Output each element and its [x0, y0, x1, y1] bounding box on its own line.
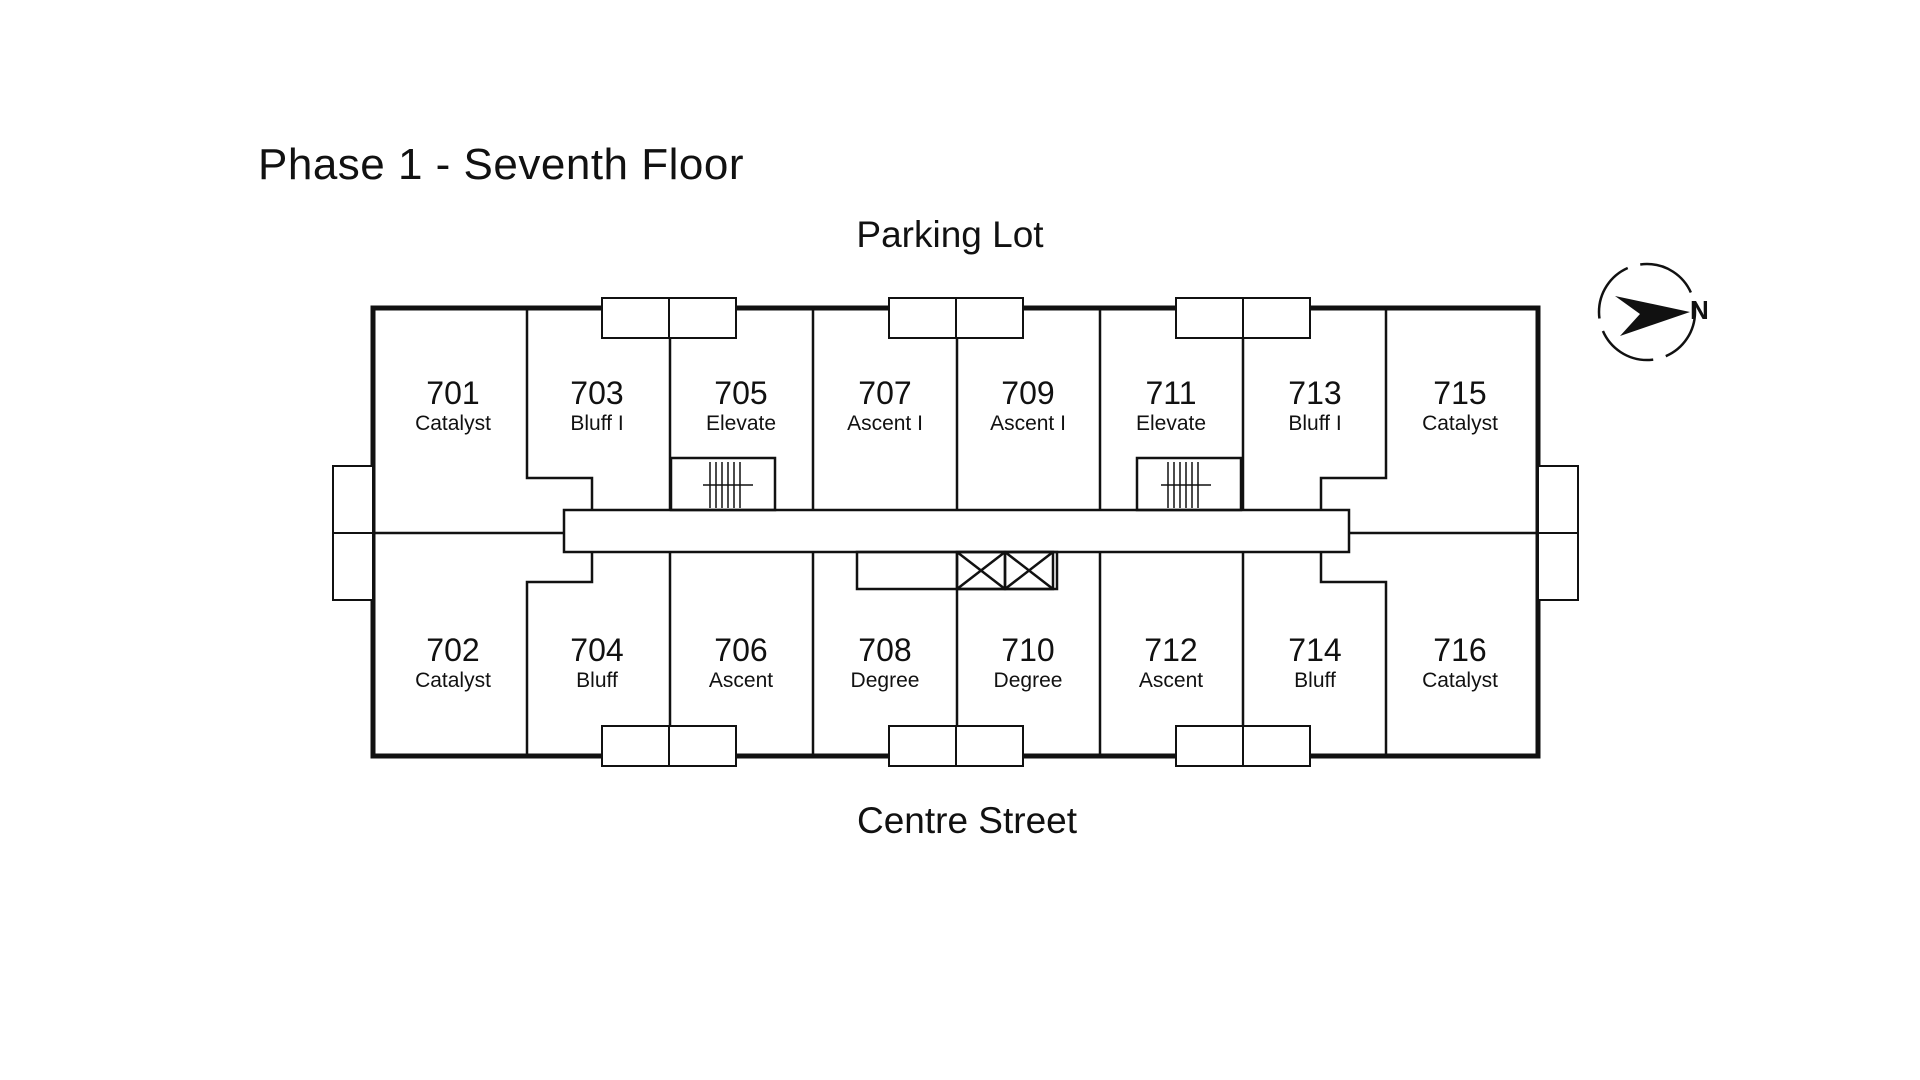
- balcony: [332, 532, 374, 601]
- unit-type: Degree: [994, 669, 1063, 692]
- unit-type: Elevate: [706, 412, 776, 435]
- page-title: Phase 1 - Seventh Floor: [258, 140, 744, 189]
- balcony: [601, 297, 670, 339]
- balcony: [668, 725, 737, 767]
- unit-number: 708: [858, 632, 911, 668]
- unit-type: Ascent I: [990, 412, 1066, 435]
- unit-number: 709: [1001, 375, 1054, 411]
- unit-number: 716: [1433, 632, 1486, 668]
- balcony: [888, 725, 957, 767]
- unit-number: 713: [1288, 375, 1341, 411]
- unit-number: 703: [570, 375, 623, 411]
- unit-number: 705: [714, 375, 767, 411]
- compass-icon: [1597, 262, 1697, 362]
- unit-type: Elevate: [1136, 412, 1206, 435]
- unit-number: 704: [570, 632, 623, 668]
- centre-street-label: Centre Street: [856, 800, 1078, 841]
- unit-number: 715: [1433, 375, 1486, 411]
- balcony: [955, 297, 1024, 339]
- unit-type: Bluff: [1294, 669, 1336, 692]
- unit-type: Ascent I: [847, 412, 923, 435]
- unit-type: Bluff: [576, 669, 618, 692]
- balcony: [1242, 725, 1311, 767]
- balcony: [668, 297, 737, 339]
- balcony: [1242, 297, 1311, 339]
- balcony: [1175, 725, 1244, 767]
- unit-type: Degree: [851, 669, 920, 692]
- unit-type: Catalyst: [1422, 669, 1498, 692]
- unit-type: Catalyst: [1422, 412, 1498, 435]
- stairwell-right: [1135, 456, 1243, 512]
- unit-number: 702: [426, 632, 479, 668]
- balcony: [955, 725, 1024, 767]
- balcony: [601, 725, 670, 767]
- unit-number: 714: [1288, 632, 1341, 668]
- unit-type: Bluff I: [1288, 412, 1341, 435]
- unit-type: Ascent: [709, 669, 773, 692]
- balcony: [1537, 532, 1579, 601]
- corridor: [562, 508, 1351, 554]
- unit-number: 710: [1001, 632, 1054, 668]
- unit-type: Catalyst: [415, 669, 491, 692]
- balcony: [332, 465, 374, 534]
- balcony: [1537, 465, 1579, 534]
- stairwell-left: [669, 456, 777, 512]
- unit-number: 711: [1145, 375, 1196, 411]
- unit-number: 701: [426, 375, 479, 411]
- elevator-shaft-2: [1003, 550, 1055, 591]
- unit-number: 706: [714, 632, 767, 668]
- unit-type: Bluff I: [570, 412, 623, 435]
- balcony: [1175, 297, 1244, 339]
- unit-number: 707: [858, 375, 911, 411]
- unit-type: Catalyst: [415, 412, 491, 435]
- unit-number: 712: [1144, 632, 1197, 668]
- balcony: [888, 297, 957, 339]
- unit-type: Ascent: [1139, 669, 1203, 692]
- parking-lot-label: Parking Lot: [856, 214, 1044, 255]
